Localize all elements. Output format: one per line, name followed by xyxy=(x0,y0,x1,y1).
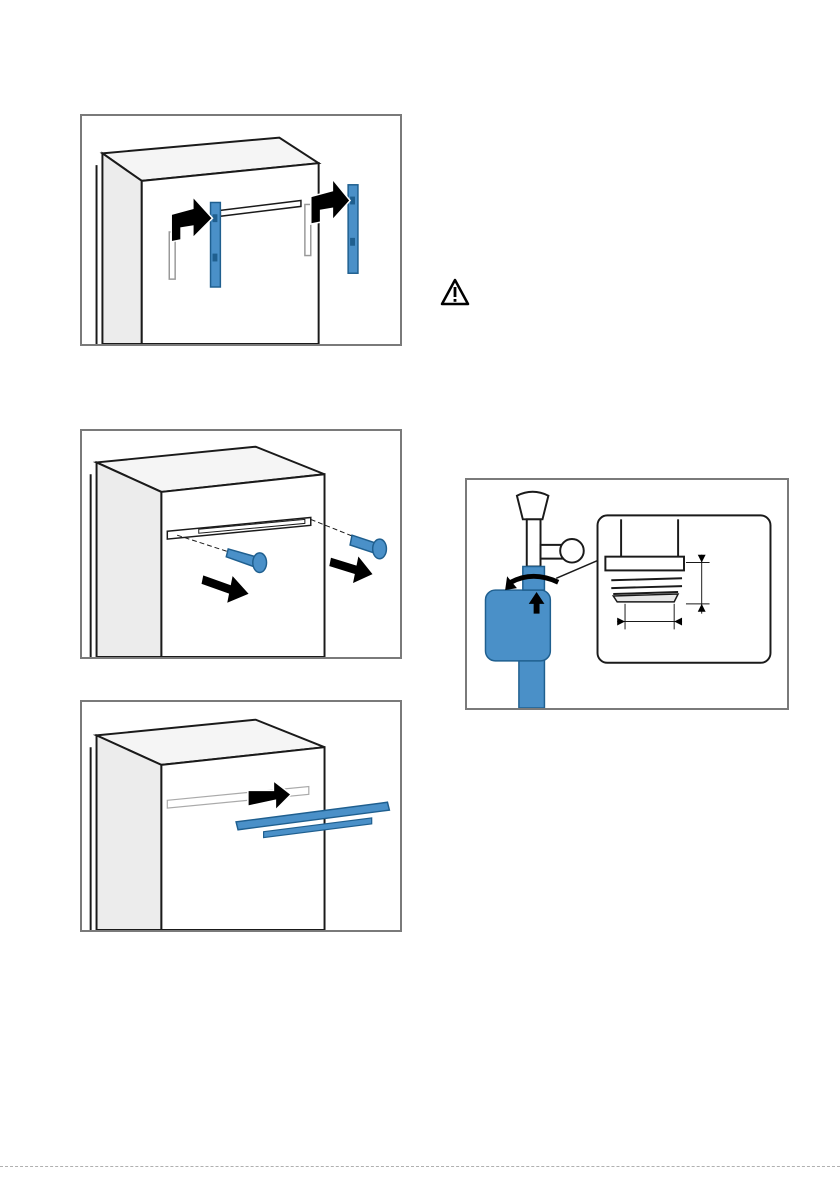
cabinet-screws-drawing xyxy=(82,431,400,657)
tap-connection-drawing xyxy=(467,480,787,708)
detail-callout xyxy=(598,515,771,662)
cabinet-side-rails-drawing xyxy=(82,116,400,344)
page-bottom-divider xyxy=(0,1166,840,1167)
tap-handle xyxy=(517,492,548,520)
cabinet-bar-drawing xyxy=(82,702,400,930)
arrow-icon xyxy=(328,555,373,584)
remove-transport-bar-illustration xyxy=(80,700,402,932)
warning-icon xyxy=(440,278,470,306)
remove-side-rails-illustration xyxy=(80,114,402,346)
water-tap-connection-illustration xyxy=(465,478,789,710)
screw-right xyxy=(350,535,386,559)
remove-screws-illustration xyxy=(80,429,402,659)
